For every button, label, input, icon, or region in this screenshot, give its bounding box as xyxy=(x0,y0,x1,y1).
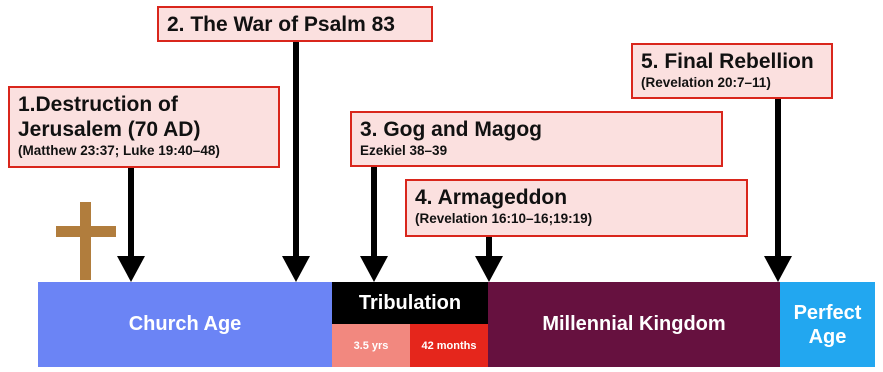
callout-title: 4. Armageddon xyxy=(415,186,568,209)
callout-psalm-83: 2. The War of Psalm 83 xyxy=(157,6,433,42)
segment-label: Church Age xyxy=(128,313,242,335)
segment-tribulation: Tribulation xyxy=(332,282,488,324)
callout-title: 5. Final Rebellion xyxy=(641,50,814,73)
callout-subtitle: (Matthew 23:37; Luke 19:40–48) xyxy=(18,143,220,158)
callout-title: 3. Gog and Magog xyxy=(360,118,542,141)
segment-label: 42 months xyxy=(421,339,477,352)
segment-label: Tribulation xyxy=(358,291,462,314)
segment-church-age: Church Age xyxy=(38,282,332,367)
arrow-destruction-jerusalem xyxy=(117,168,145,282)
segment-millennial-kingdom: Millennial Kingdom xyxy=(488,282,780,367)
callout-armageddon: 4. Armageddon (Revelation 16:10–16;19:19… xyxy=(405,179,748,237)
segment-label: Millennial Kingdom xyxy=(542,313,726,335)
segment-first-half: 3.5 yrs xyxy=(332,324,410,367)
cross-icon xyxy=(56,202,116,280)
segment-label: 3.5 yrs xyxy=(353,339,389,352)
arrow-final-rebellion xyxy=(764,99,792,282)
callout-destruction-jerusalem: 1.Destruction of Jerusalem (70 AD) (Matt… xyxy=(8,86,280,168)
segment-label: Perfect Age xyxy=(793,301,862,348)
callout-subtitle: Ezekiel 38–39 xyxy=(360,143,448,158)
callout-title: 1.Destruction of xyxy=(18,93,178,116)
callout-subtitle: (Revelation 20:7–11) xyxy=(641,75,771,90)
arrow-armageddon xyxy=(475,236,503,282)
segment-perfect-age: Perfect Age xyxy=(780,282,875,367)
callout-title: 2. The War of Psalm 83 xyxy=(167,13,395,36)
arrow-psalm-83 xyxy=(282,40,310,282)
callout-gog-magog: 3. Gog and Magog Ezekiel 38–39 xyxy=(350,111,723,167)
callout-final-rebellion: 5. Final Rebellion (Revelation 20:7–11) xyxy=(631,43,833,99)
callout-subtitle: (Revelation 16:10–16;19:19) xyxy=(415,211,593,226)
segment-second-half: 42 months xyxy=(410,324,488,367)
callout-title-line2: Jerusalem (70 AD) xyxy=(18,118,201,141)
arrow-gog-magog xyxy=(360,166,388,282)
